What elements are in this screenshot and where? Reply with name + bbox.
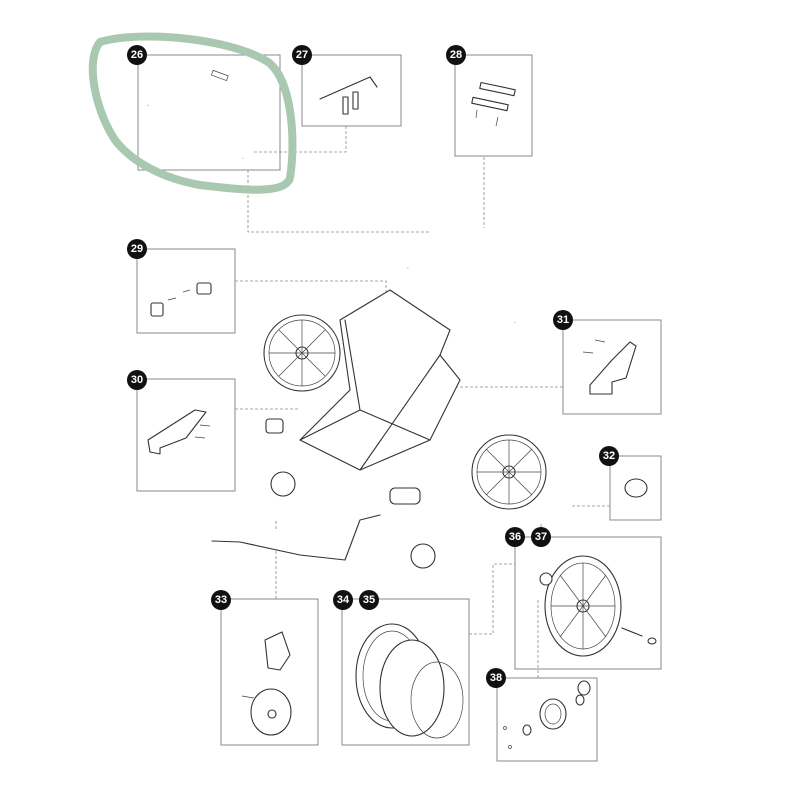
svg-text:33: 33	[215, 594, 227, 606]
svg-text:31: 31	[557, 314, 569, 326]
part-box-28	[454, 54, 533, 157]
callout-28: 28	[446, 45, 466, 65]
leader-lines	[235, 126, 610, 678]
callout-37: 37	[531, 527, 551, 547]
callout-32: 32	[599, 446, 619, 466]
callout-36: 36	[505, 527, 525, 547]
part-box-31	[562, 319, 662, 415]
part-box-27	[301, 54, 402, 127]
bracket-part-30	[147, 409, 211, 455]
part-box-30	[136, 378, 236, 492]
clamp-part-28	[471, 81, 516, 127]
caster-part-33	[241, 631, 292, 736]
latch-part-29	[150, 282, 212, 317]
svg-text:32: 32	[603, 450, 615, 462]
hex-key-bolts-part-27	[319, 76, 378, 115]
callout-33: 33	[211, 590, 231, 610]
svg-text:37: 37	[535, 531, 547, 543]
part-box-38	[496, 677, 598, 762]
svg-text:27: 27	[296, 49, 308, 61]
callout-34: 34	[333, 590, 353, 610]
svg-text:30: 30	[131, 374, 143, 386]
callout-38: 38	[486, 668, 506, 688]
callout-30: 30	[127, 370, 147, 390]
main-assembly	[211, 224, 547, 569]
part-box-33	[220, 598, 319, 746]
part-box-29	[136, 248, 236, 334]
callout-26: 26	[127, 45, 147, 65]
svg-text:36: 36	[509, 531, 521, 543]
callout-31: 31	[553, 310, 573, 330]
callout-29: 29	[127, 239, 147, 259]
callout-27: 27	[292, 45, 312, 65]
part-box-36-37	[514, 536, 662, 670]
tire-tube-part-34-35	[355, 623, 464, 739]
cap-part-32	[624, 478, 648, 498]
part-box-32	[609, 455, 662, 521]
guard-part-31	[582, 339, 637, 395]
svg-text:38: 38	[490, 672, 502, 684]
part-box-34-35	[341, 598, 470, 746]
part-box-26	[137, 54, 281, 171]
svg-text:29: 29	[131, 243, 143, 255]
wheel-part-36-37	[539, 555, 657, 657]
svg-text:35: 35	[363, 594, 375, 606]
highlight-circle	[88, 32, 297, 194]
hub-part-38	[503, 680, 591, 749]
svg-text:28: 28	[450, 49, 462, 61]
svg-text:34: 34	[337, 594, 350, 606]
handlebar-part-26	[146, 62, 274, 160]
callout-35: 35	[359, 590, 379, 610]
svg-text:26: 26	[131, 49, 143, 61]
